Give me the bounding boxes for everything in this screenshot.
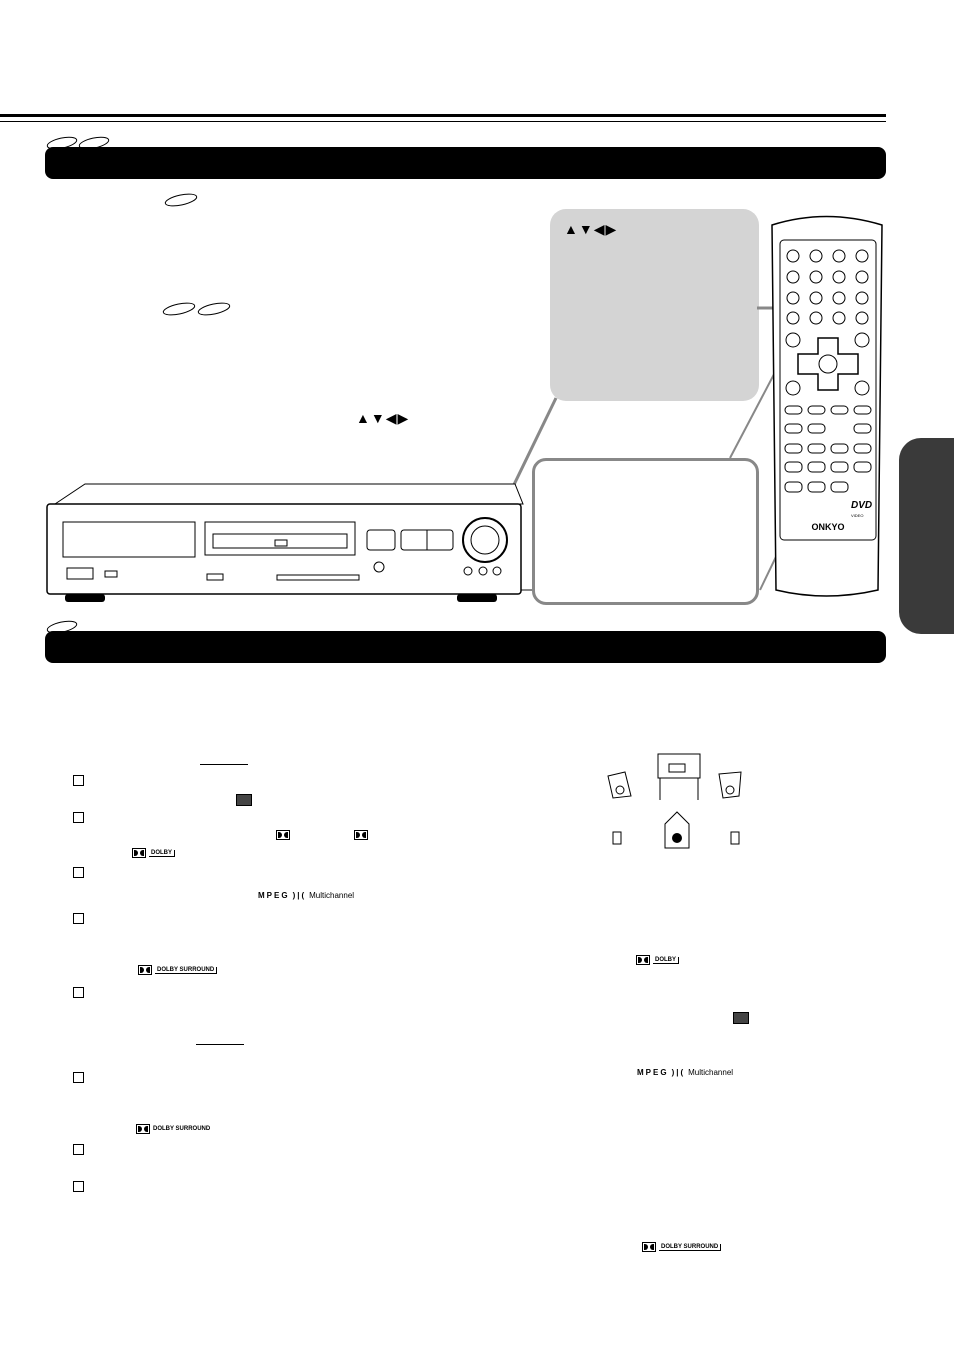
dvd-player-illustration [46, 483, 524, 602]
chapter-tab [899, 438, 954, 634]
dts-logo-1 [236, 794, 252, 806]
option-checkbox-7[interactable] [73, 1144, 84, 1155]
remote-control-illustration: DVD VIDEO ONKYO [771, 215, 883, 597]
option-checkbox-1[interactable] [73, 775, 84, 786]
underline-1 [200, 764, 248, 765]
dolby-surround-logo-1: DOLBY SURROUND [138, 965, 218, 975]
dolby-logo-2: DOLBY [636, 955, 679, 965]
speaker-layout-illustration [607, 753, 742, 849]
callout-arrows-label: ▲▼◀▶ [564, 221, 618, 237]
dvd-sub: VIDEO [851, 513, 863, 518]
section-banner-2 [45, 631, 886, 663]
dolby-mark-1 [276, 830, 290, 840]
callout-cursor-buttons: ▲▼◀▶ [550, 209, 759, 401]
body-arrows-text: ▲▼◀▶ [356, 410, 410, 426]
dts-logo-2 [733, 1012, 749, 1024]
dolby-surround-logo-3: DOLBY SURROUND [642, 1242, 722, 1252]
dvd-logo: DVD [851, 500, 872, 511]
disc-mark-b [162, 302, 231, 316]
option-checkbox-3[interactable] [73, 867, 84, 878]
option-checkbox-2[interactable] [73, 812, 84, 823]
dolby-mark-2 [354, 830, 368, 840]
option-checkbox-5[interactable] [73, 987, 84, 998]
dolby-logo-1: DOLBY [132, 848, 175, 858]
section-banner-1 [45, 147, 886, 179]
callout-buttons [532, 458, 759, 605]
header-rule [0, 114, 886, 117]
mpeg-logo-2: MPEG)|(Multichannel [637, 1068, 734, 1077]
option-checkbox-6[interactable] [73, 1072, 84, 1083]
option-checkbox-8[interactable] [73, 1181, 84, 1192]
header-rule-thin [0, 121, 886, 122]
mpeg-logo-1: MPEG)|(Multichannel [258, 891, 355, 900]
remote-brand: ONKYO [811, 522, 844, 532]
underline-2 [196, 1044, 244, 1045]
disc-mark-a [164, 193, 198, 207]
dolby-surround-logo-2: DOLBY SURROUND [136, 1124, 210, 1134]
option-checkbox-4[interactable] [73, 913, 84, 924]
